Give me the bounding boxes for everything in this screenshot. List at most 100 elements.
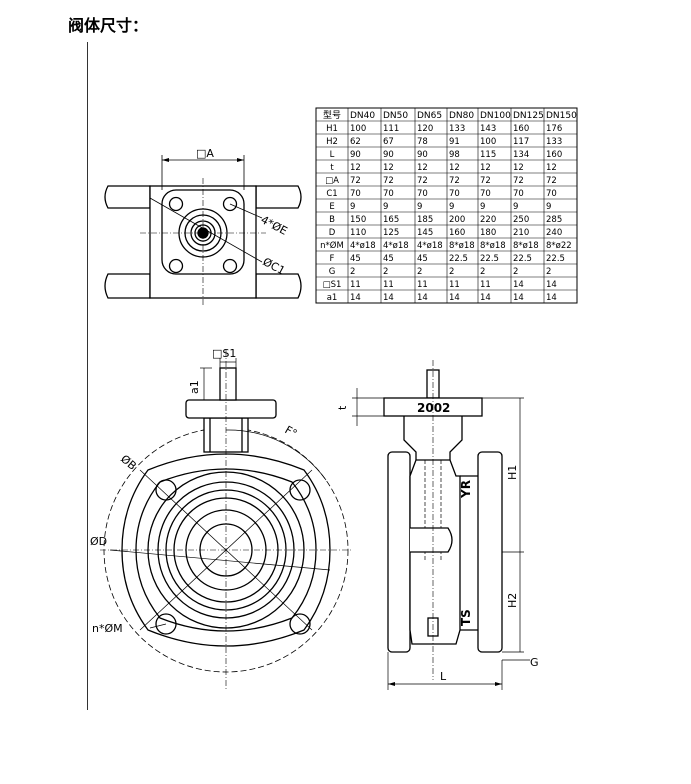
table-cell: 111 [383,124,399,134]
front-dim-a1: a1 [188,380,201,394]
side-dim-H2: H2 [506,593,519,608]
table-cell: 9 [513,202,518,212]
table-cell: 110 [350,228,366,238]
table-cell: 2 [350,267,355,277]
table-cell: 45 [383,254,394,264]
table-row-label: t [330,163,334,173]
table-cell: 14 [513,293,524,303]
table-cell: 2 [513,267,518,277]
table-header-cell: DN125 [513,111,544,121]
table-cell: 4*ø18 [383,241,409,251]
table-cell: 8*ø18 [449,241,475,251]
side-dim-L: L [440,670,447,683]
table-cell: 9 [449,202,454,212]
side-mark-ts: TS [459,609,473,626]
table-cell: 70 [449,189,460,199]
table-header-cell: DN50 [383,111,408,121]
table-cell: 72 [383,176,394,186]
table-row-label: C1 [326,189,337,199]
table-cell: 200 [449,215,465,225]
table-cell: 100 [350,124,366,134]
table-row-label: B [329,215,335,225]
table-cell: 14 [546,280,557,290]
table-cell: 11 [383,280,394,290]
table-cell: 133 [546,137,562,147]
table-cell: 11 [350,280,361,290]
table-frame [315,107,578,304]
table-cell: 72 [513,176,524,186]
table-cell: 45 [350,254,361,264]
table-cell: 4*ø18 [417,241,443,251]
side-dim-H1: H1 [506,465,519,480]
table-cell: 143 [480,124,496,134]
table-cell: 176 [546,124,562,134]
table-cell: 22.5 [546,254,565,264]
table-cell: 12 [449,163,460,173]
table-cell: 9 [417,202,422,212]
table-cell: 22.5 [480,254,499,264]
table-cell: 125 [383,228,399,238]
table-cell: 12 [546,163,557,173]
table-cell: 70 [480,189,491,199]
table-cell: 72 [417,176,428,186]
table-cell: 22.5 [449,254,468,264]
table-cell: 67 [383,137,394,147]
table-cell: 133 [449,124,465,134]
table-cell: 9 [383,202,388,212]
front-dim-F: F° [283,423,300,440]
table-cell: 160 [513,124,529,134]
table-cell: 8*ø18 [480,241,506,251]
side-dim-t: t [336,405,349,410]
table-cell: 14 [350,293,361,303]
table-cell: 185 [417,215,433,225]
table-cell: 12 [480,163,491,173]
table-cell: 72 [350,176,361,186]
table-cell: 70 [417,189,428,199]
front-dim-S1: □S1 [212,347,236,360]
table-cell: 145 [417,228,433,238]
table-cell: 90 [383,150,394,160]
table-row-label: □A [325,176,339,186]
table-row-label: n*ØM [320,240,344,251]
table-cell: 22.5 [513,254,532,264]
table-cell: 165 [383,215,399,225]
table-cell: 14 [546,293,557,303]
table-cell: 9 [350,202,355,212]
table-header-cell: DN40 [350,111,375,121]
table-cell: 4*ø18 [350,241,376,251]
table-row-label: □S1 [323,280,342,290]
table-cell: 160 [449,228,465,238]
table-cell: 70 [513,189,524,199]
table-cell: 9 [546,202,551,212]
page-heading: 阀体尺寸： [68,16,149,35]
table-cell: 8*ø22 [546,241,572,251]
table-cell: 62 [350,137,361,147]
table-cell: 220 [480,215,496,225]
table-header-cell: DN100 [480,111,511,121]
table-cell: 90 [417,150,428,160]
table-cell: 160 [546,150,562,160]
table-cell: 14 [417,293,428,303]
table-row-label: F [330,254,335,264]
table-cell: 14 [513,280,524,290]
table-cell: 250 [513,215,529,225]
table-cell: 70 [383,189,394,199]
table-cell: 2 [383,267,388,277]
side-dim-G: G [530,656,539,669]
table-cell: 134 [513,150,529,160]
table-header-cell: DN80 [449,111,474,121]
table-cell: 72 [546,176,557,186]
table-cell: 72 [449,176,460,186]
table-cell: 14 [449,293,460,303]
table-cell: 11 [417,280,428,290]
top-dim-E: 4*ØE [259,213,290,238]
side-mark-yr: YR [459,480,473,499]
table-cell: 8*ø18 [513,241,539,251]
table-cell: 150 [350,215,366,225]
table-header-cell: DN150 [546,111,577,121]
table-cell: 240 [546,228,562,238]
table-cell: 11 [480,280,491,290]
table-cell: 285 [546,215,562,225]
